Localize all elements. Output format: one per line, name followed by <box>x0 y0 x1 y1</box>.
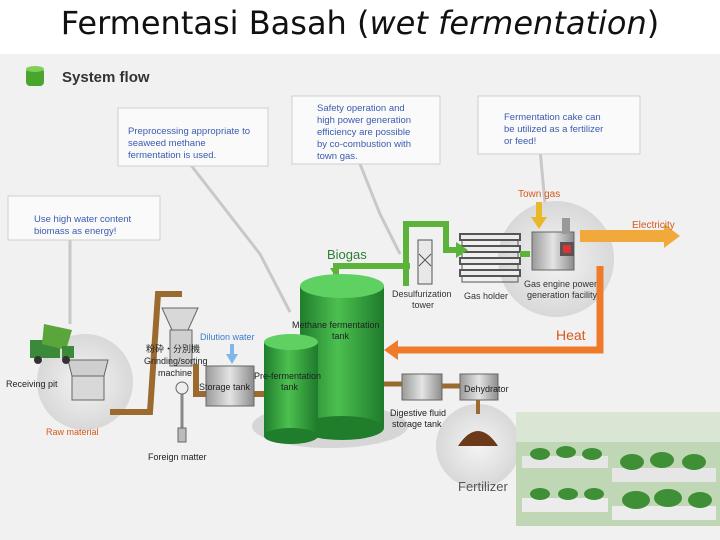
biogas-label: Biogas <box>327 247 367 262</box>
slide-title: Fermentasi Basah (wet fermentation) <box>0 4 720 42</box>
header-title: System flow <box>62 69 150 86</box>
dilution-water-arrow <box>226 354 238 364</box>
town-gas-label: Town gas <box>518 189 560 200</box>
callout-preprocessing <box>117 107 269 167</box>
dump-truck-icon <box>30 324 74 364</box>
dilution-water-label: Dilution water <box>200 332 255 342</box>
greenhouse-plants-photo <box>516 412 720 526</box>
electricity-label: Electricity <box>632 220 675 231</box>
receiving-pit-label: Receiving pit <box>6 379 58 389</box>
town-gas-arrow <box>531 217 547 229</box>
foreign-matter-outlet <box>177 427 187 443</box>
raw-material-label: Raw material <box>46 427 99 437</box>
callout-safety <box>291 95 441 165</box>
dehydrator-label: Dehydrator <box>464 384 509 394</box>
digestive-fluid-tank <box>401 373 443 401</box>
heat-arrow <box>384 340 398 360</box>
fertilizer-pile <box>458 431 498 446</box>
foreign-matter-label: Foreign matter <box>148 452 207 462</box>
callout-cake <box>477 95 641 155</box>
slide-title-close: ) <box>646 4 660 42</box>
raw-material-pipe <box>110 291 182 415</box>
storage-tank <box>205 365 255 407</box>
heat-pipe <box>396 266 604 354</box>
slide-title-italic: wet fermentation <box>369 4 647 42</box>
desulfurization-tower <box>417 239 433 285</box>
header-icon <box>26 68 44 86</box>
callout-high-water <box>7 195 161 241</box>
electricity-arrow <box>664 224 680 248</box>
slide-title-main: Fermentasi Basah ( <box>60 4 370 42</box>
gas-holder-label: Gas holder <box>464 291 508 301</box>
grinding-machine <box>161 307 199 331</box>
fertilizer-label: Fertilizer <box>458 479 509 494</box>
storage-tank-label: Storage tank <box>199 382 251 392</box>
pre-fermentation-tank <box>264 342 318 436</box>
receiving-pit <box>67 359 109 377</box>
heat-label: Heat <box>556 327 586 343</box>
